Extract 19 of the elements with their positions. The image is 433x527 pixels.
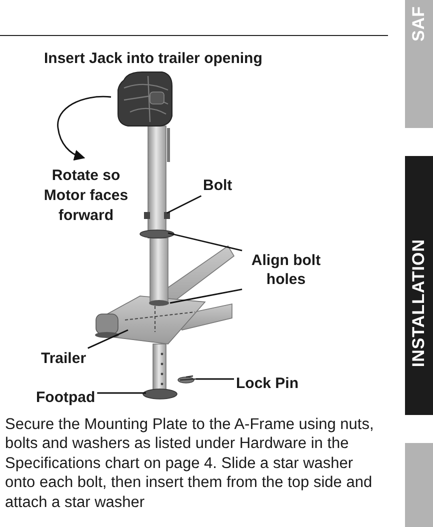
part-label: Bolt [203, 176, 232, 195]
section-tab [405, 156, 433, 415]
leader-line [97, 392, 146, 394]
part-label: Footpad [36, 388, 96, 407]
instruction-text: Secure the Mounting Plate to the A-Frame using nuts, bolts and washers as listed under Hardware in the Specifications chart on page 4. Slide a star washer onto each bolt, then insert them from the top side and attach a star washer [5, 415, 375, 512]
leader-line [196, 378, 234, 380]
instruction-text: Rotate so Motor faces forward [42, 166, 130, 226]
part-label: Trailer [41, 349, 86, 368]
part-label: Lock Pin [236, 374, 299, 393]
leader-line [166, 195, 202, 214]
tab-label: INSTALLATION [409, 238, 429, 367]
section-tab [405, 0, 433, 128]
leader-line [170, 288, 242, 304]
section-tab [405, 443, 433, 527]
part-label: Align bolt holes [244, 251, 328, 289]
leader-line [88, 329, 128, 349]
heading: Insert Jack into trailer opening [44, 49, 262, 68]
tab-label: SAF [409, 6, 429, 42]
leader-line [168, 232, 242, 252]
